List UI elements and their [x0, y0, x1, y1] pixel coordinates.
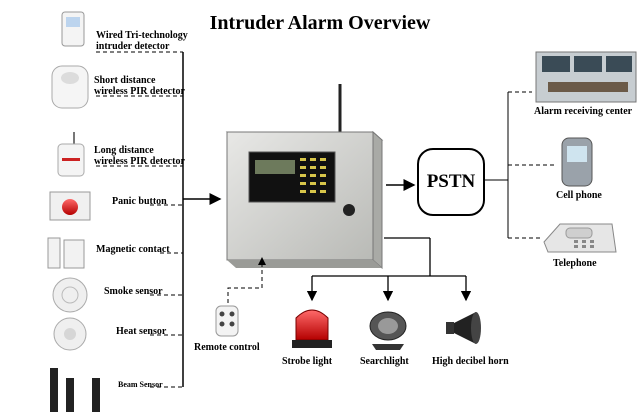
pstn-box: PSTN: [417, 148, 485, 216]
wired-detector-icon: [61, 11, 85, 47]
smoke-sensor-icon: [52, 277, 88, 313]
pstn-receiver-links: [483, 91, 554, 239]
strobe-light-icon: [292, 309, 332, 348]
cell-phone-icon: [561, 137, 593, 187]
heat-sensor-label: Heat sensor: [116, 326, 167, 337]
panel-output-links: [306, 237, 472, 302]
magnetic-contact-label: Magnetic contact: [96, 244, 170, 255]
remote-link: [227, 257, 266, 303]
alarm-control-panel: [225, 84, 384, 270]
horn-label: High decibel horn: [432, 356, 509, 367]
diagram-title: Intruder Alarm Overview: [209, 12, 431, 34]
beam-sensor-label: Beam Sensor: [118, 380, 163, 389]
wired-detector-label: Wired Tri-technology intruder detector: [96, 30, 188, 52]
short-pir-icon: [51, 65, 89, 109]
alarm-center-icon: [535, 51, 637, 103]
alarm-center-label: Alarm receiving center: [534, 106, 633, 117]
beam-sensor-icon: [50, 368, 100, 412]
long-pir-icon: [57, 132, 85, 177]
searchlight-label: Searchlight: [360, 356, 409, 367]
panic-button-label: Panic button: [112, 196, 167, 207]
heat-sensor-icon: [53, 317, 87, 351]
telephone-icon: [543, 223, 617, 253]
telephone-label: Telephone: [553, 258, 597, 269]
smoke-sensor-label: Smoke sensor: [104, 286, 163, 297]
panic-button-icon: [49, 191, 91, 221]
short-pir-label: Short distance wireless PIR detector: [94, 75, 185, 97]
long-pir-label: Long distance wireless PIR detector: [94, 145, 185, 167]
cell-phone-label: Cell phone: [556, 190, 602, 201]
remote-control-label: Remote control: [194, 342, 260, 353]
magnetic-contact-icon: [47, 237, 85, 269]
strobe-light-label: Strobe light: [282, 356, 333, 367]
searchlight-icon: [369, 311, 407, 350]
horn-icon: [446, 312, 481, 344]
remote-control-icon: [215, 305, 239, 337]
detector-leaders: [96, 51, 183, 388]
